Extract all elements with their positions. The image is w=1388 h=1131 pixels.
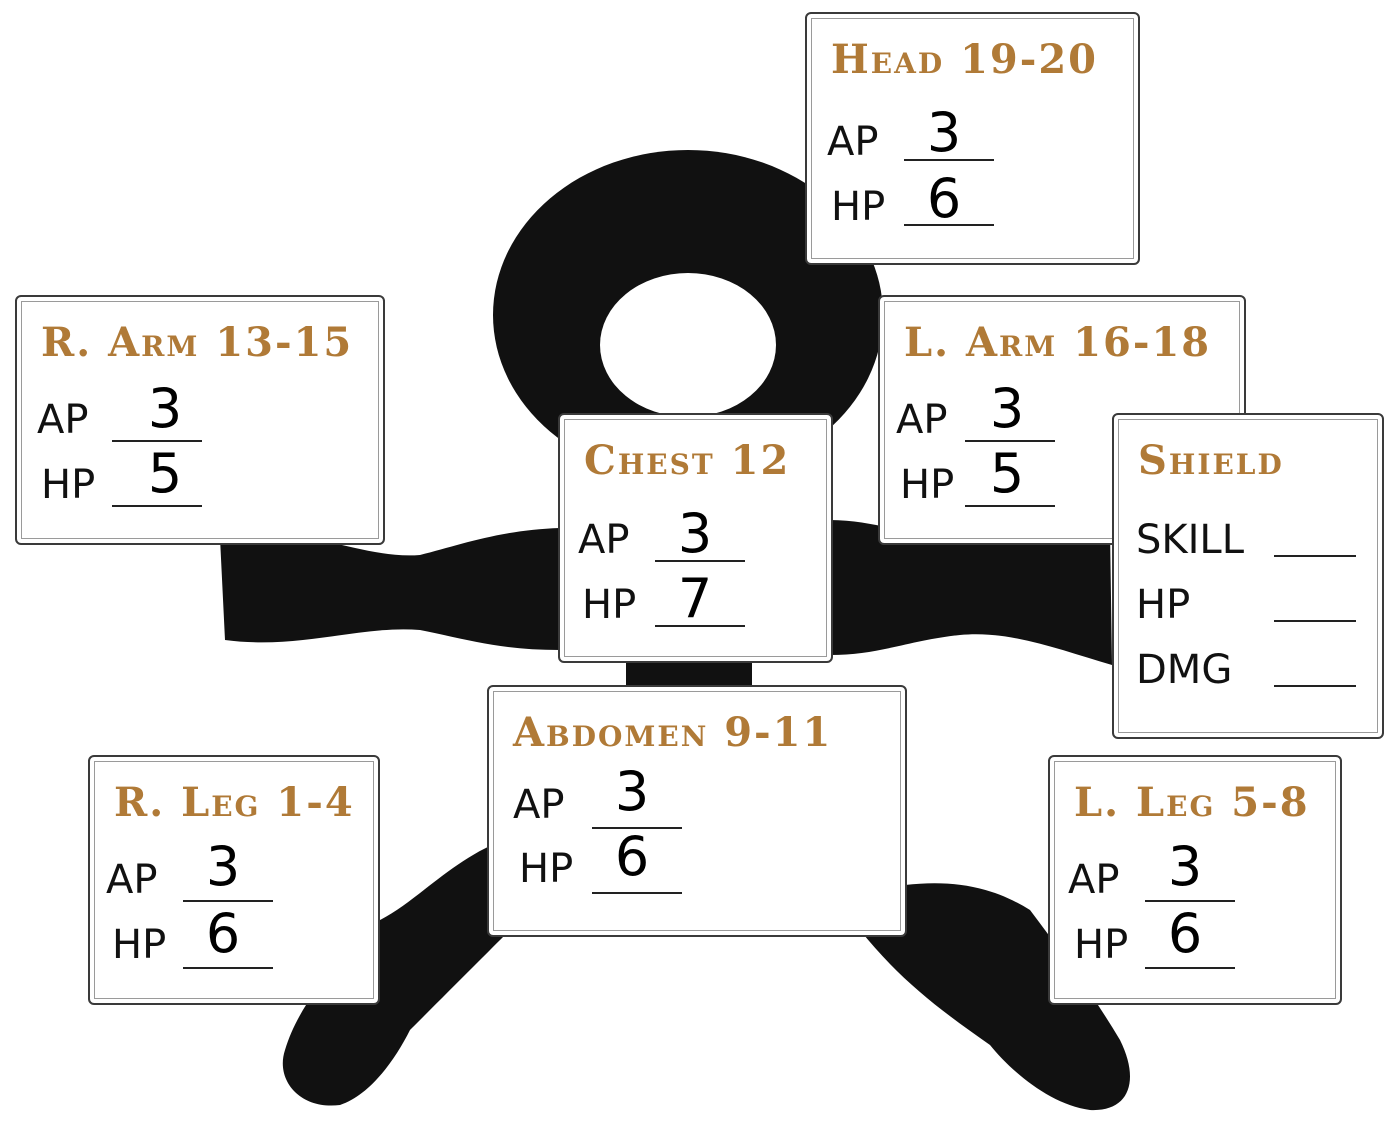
chest-ap-line [655,560,745,562]
right-arm-hp-label: HP [41,462,96,508]
left-arm-ap-label: AP [896,397,948,443]
chest-panel: Chest 12 AP 3 HP 7 [558,413,833,663]
head-hp-line [904,224,994,226]
right-leg-panel: R. Leg 1-4 AP 3 HP 6 [88,755,380,1005]
shield-skill-label: SKILL [1136,517,1244,563]
chest-ap-label: AP [578,517,630,563]
right-leg-ap-value[interactable]: 3 [205,835,241,898]
left-leg-hp-value[interactable]: 6 [1167,902,1203,965]
abdomen-ap-line [592,827,682,829]
left-leg-panel: L. Leg 5-8 AP 3 HP 6 [1048,755,1342,1005]
chest-hp-label: HP [582,582,637,628]
head-hp-label: HP [831,184,886,230]
abdomen-hp-line [592,892,682,894]
shield-skill-line[interactable] [1274,555,1356,557]
chest-hp-line [655,625,745,627]
abdomen-panel: Abdomen 9-11 AP 3 HP 6 [487,685,907,937]
left-arm-ap-value[interactable]: 3 [989,377,1025,440]
left-leg-ap-value[interactable]: 3 [1167,835,1203,898]
head-hp-value[interactable]: 6 [926,167,962,230]
shield-dmg-line[interactable] [1274,685,1356,687]
chest-hp-value[interactable]: 7 [677,567,713,630]
left-leg-ap-line [1145,900,1235,902]
abdomen-hp-value[interactable]: 6 [614,825,650,888]
silhouette-right-arm [220,528,560,650]
right-arm-ap-value[interactable]: 3 [147,377,183,440]
left-arm-hp-label: HP [900,462,955,508]
abdomen-ap-label: AP [513,782,565,828]
abdomen-ap-value[interactable]: 3 [614,760,650,823]
abdomen-hp-label: HP [519,846,574,892]
head-ap-label: AP [827,119,879,165]
chest-title: Chest 12 [584,437,791,484]
silhouette-right-leg [282,835,520,1106]
right-arm-hp-line [112,505,202,507]
right-leg-ap-label: AP [106,857,158,903]
right-leg-hp-line [183,967,273,969]
right-arm-hp-value[interactable]: 5 [147,442,183,505]
left-arm-hp-value[interactable]: 5 [989,442,1025,505]
shield-hp-label: HP [1136,582,1191,628]
head-ap-line [904,159,994,161]
right-arm-panel: R. Arm 13-15 AP 3 HP 5 [15,295,385,545]
right-leg-ap-line [183,900,273,902]
silhouette-left-arm [830,520,1112,665]
right-leg-title: R. Leg 1-4 [114,779,355,826]
right-arm-ap-label: AP [37,397,89,443]
abdomen-title: Abdomen 9-11 [513,709,833,756]
left-leg-ap-label: AP [1068,857,1120,903]
left-arm-title: L. Arm 16-18 [904,319,1212,366]
right-leg-hp-label: HP [112,922,167,968]
left-arm-ap-line [965,440,1055,442]
shield-dmg-label: DMG [1136,647,1233,693]
shield-hp-line[interactable] [1274,620,1356,622]
right-arm-title: R. Arm 13-15 [41,319,354,366]
left-leg-hp-label: HP [1074,922,1129,968]
head-ap-value[interactable]: 3 [926,101,962,164]
silhouette-left-leg [860,883,1130,1111]
shield-title: Shield [1138,437,1284,484]
head-title: Head 19-20 [831,36,1098,83]
right-leg-hp-value[interactable]: 6 [205,902,241,965]
right-arm-ap-line [112,440,202,442]
shield-panel: Shield SKILL HP DMG [1112,413,1384,739]
chest-ap-value[interactable]: 3 [677,502,713,565]
head-panel: Head 19-20 AP 3 HP 6 [805,12,1140,265]
left-arm-hp-line [965,505,1055,507]
left-leg-title: L. Leg 5-8 [1074,779,1310,826]
left-leg-hp-line [1145,967,1235,969]
